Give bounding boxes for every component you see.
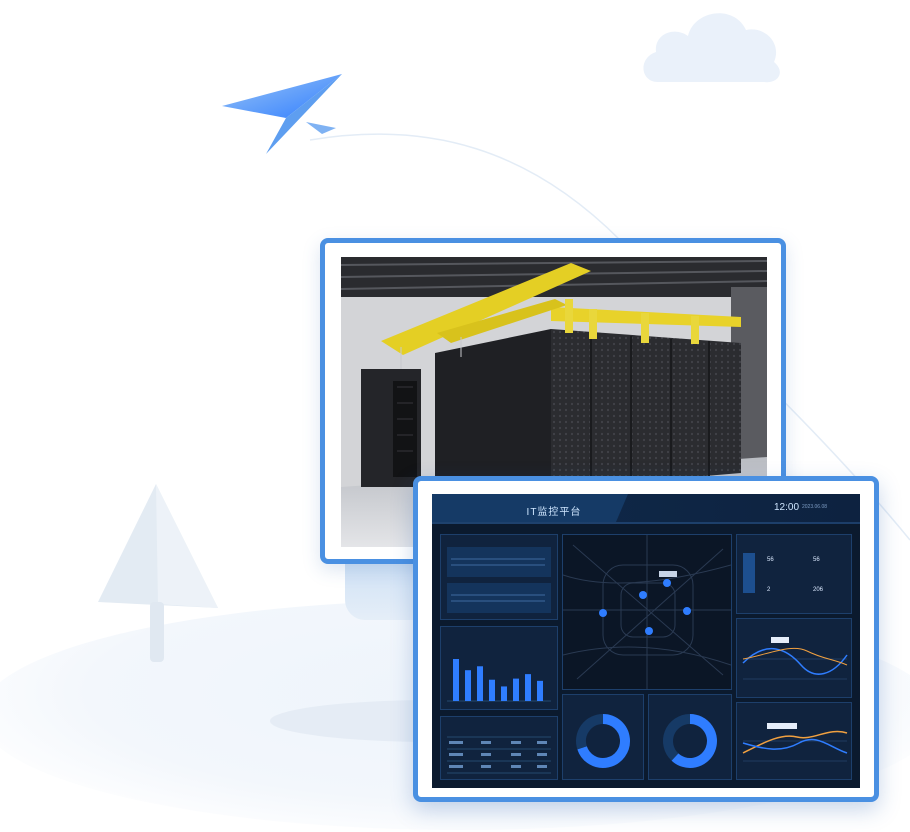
donut2-slice-0	[671, 714, 717, 768]
data-table	[447, 736, 551, 774]
monitor-stand	[345, 560, 415, 620]
table-panel	[440, 716, 558, 780]
line-chart-panel-top	[736, 618, 852, 698]
stat-value-1: 56	[767, 557, 774, 563]
donut1-slice-1	[576, 714, 604, 750]
bar-8	[537, 680, 543, 701]
line-chart-top	[742, 637, 848, 680]
bar-6	[513, 678, 519, 701]
dashboard-title: IT监控平台	[526, 506, 582, 518]
dashboard-time: 12:00	[774, 502, 800, 513]
donut-chart-right	[663, 714, 717, 768]
bar-chart-panel	[440, 626, 558, 710]
city-map	[562, 535, 732, 689]
alarm-panel	[440, 534, 558, 620]
line-chart-bottom	[742, 723, 848, 762]
stats-panel: 56 56 2 206	[736, 534, 852, 614]
donut-chart-left	[576, 714, 630, 768]
header-shape	[432, 494, 860, 524]
paper-plane-icon	[222, 74, 342, 154]
bar-4	[489, 679, 495, 701]
bar-chart	[447, 659, 551, 702]
stat-value-3: 2	[767, 587, 771, 593]
stat-value-4: 206	[813, 587, 824, 593]
donut-panel-left	[562, 694, 644, 780]
tree-icon	[98, 484, 218, 662]
it-monitoring-dashboard: IT监控平台 12:00 2023.06.08	[432, 494, 860, 788]
alarm-list	[447, 547, 551, 613]
dashboard-date: 2023.06.08	[802, 504, 828, 510]
bar-1	[453, 659, 459, 701]
donut-panel-right	[648, 694, 732, 780]
front-monitor: IT监控平台 12:00 2023.06.08	[413, 476, 879, 802]
donut2-slice-1	[663, 714, 691, 761]
stats-badge	[743, 553, 755, 593]
bar-2	[465, 670, 471, 701]
bar-7	[525, 674, 531, 701]
stat-value-2: 56	[813, 557, 820, 563]
bar-5	[501, 686, 507, 701]
line-chart-panel-bottom	[736, 702, 852, 780]
donut1-slice-0	[577, 714, 630, 768]
cloud-icon	[643, 13, 780, 83]
bar-3	[477, 666, 483, 701]
dashboard-header: IT监控平台 12:00 2023.06.08	[432, 494, 860, 524]
map-panel	[562, 534, 732, 690]
